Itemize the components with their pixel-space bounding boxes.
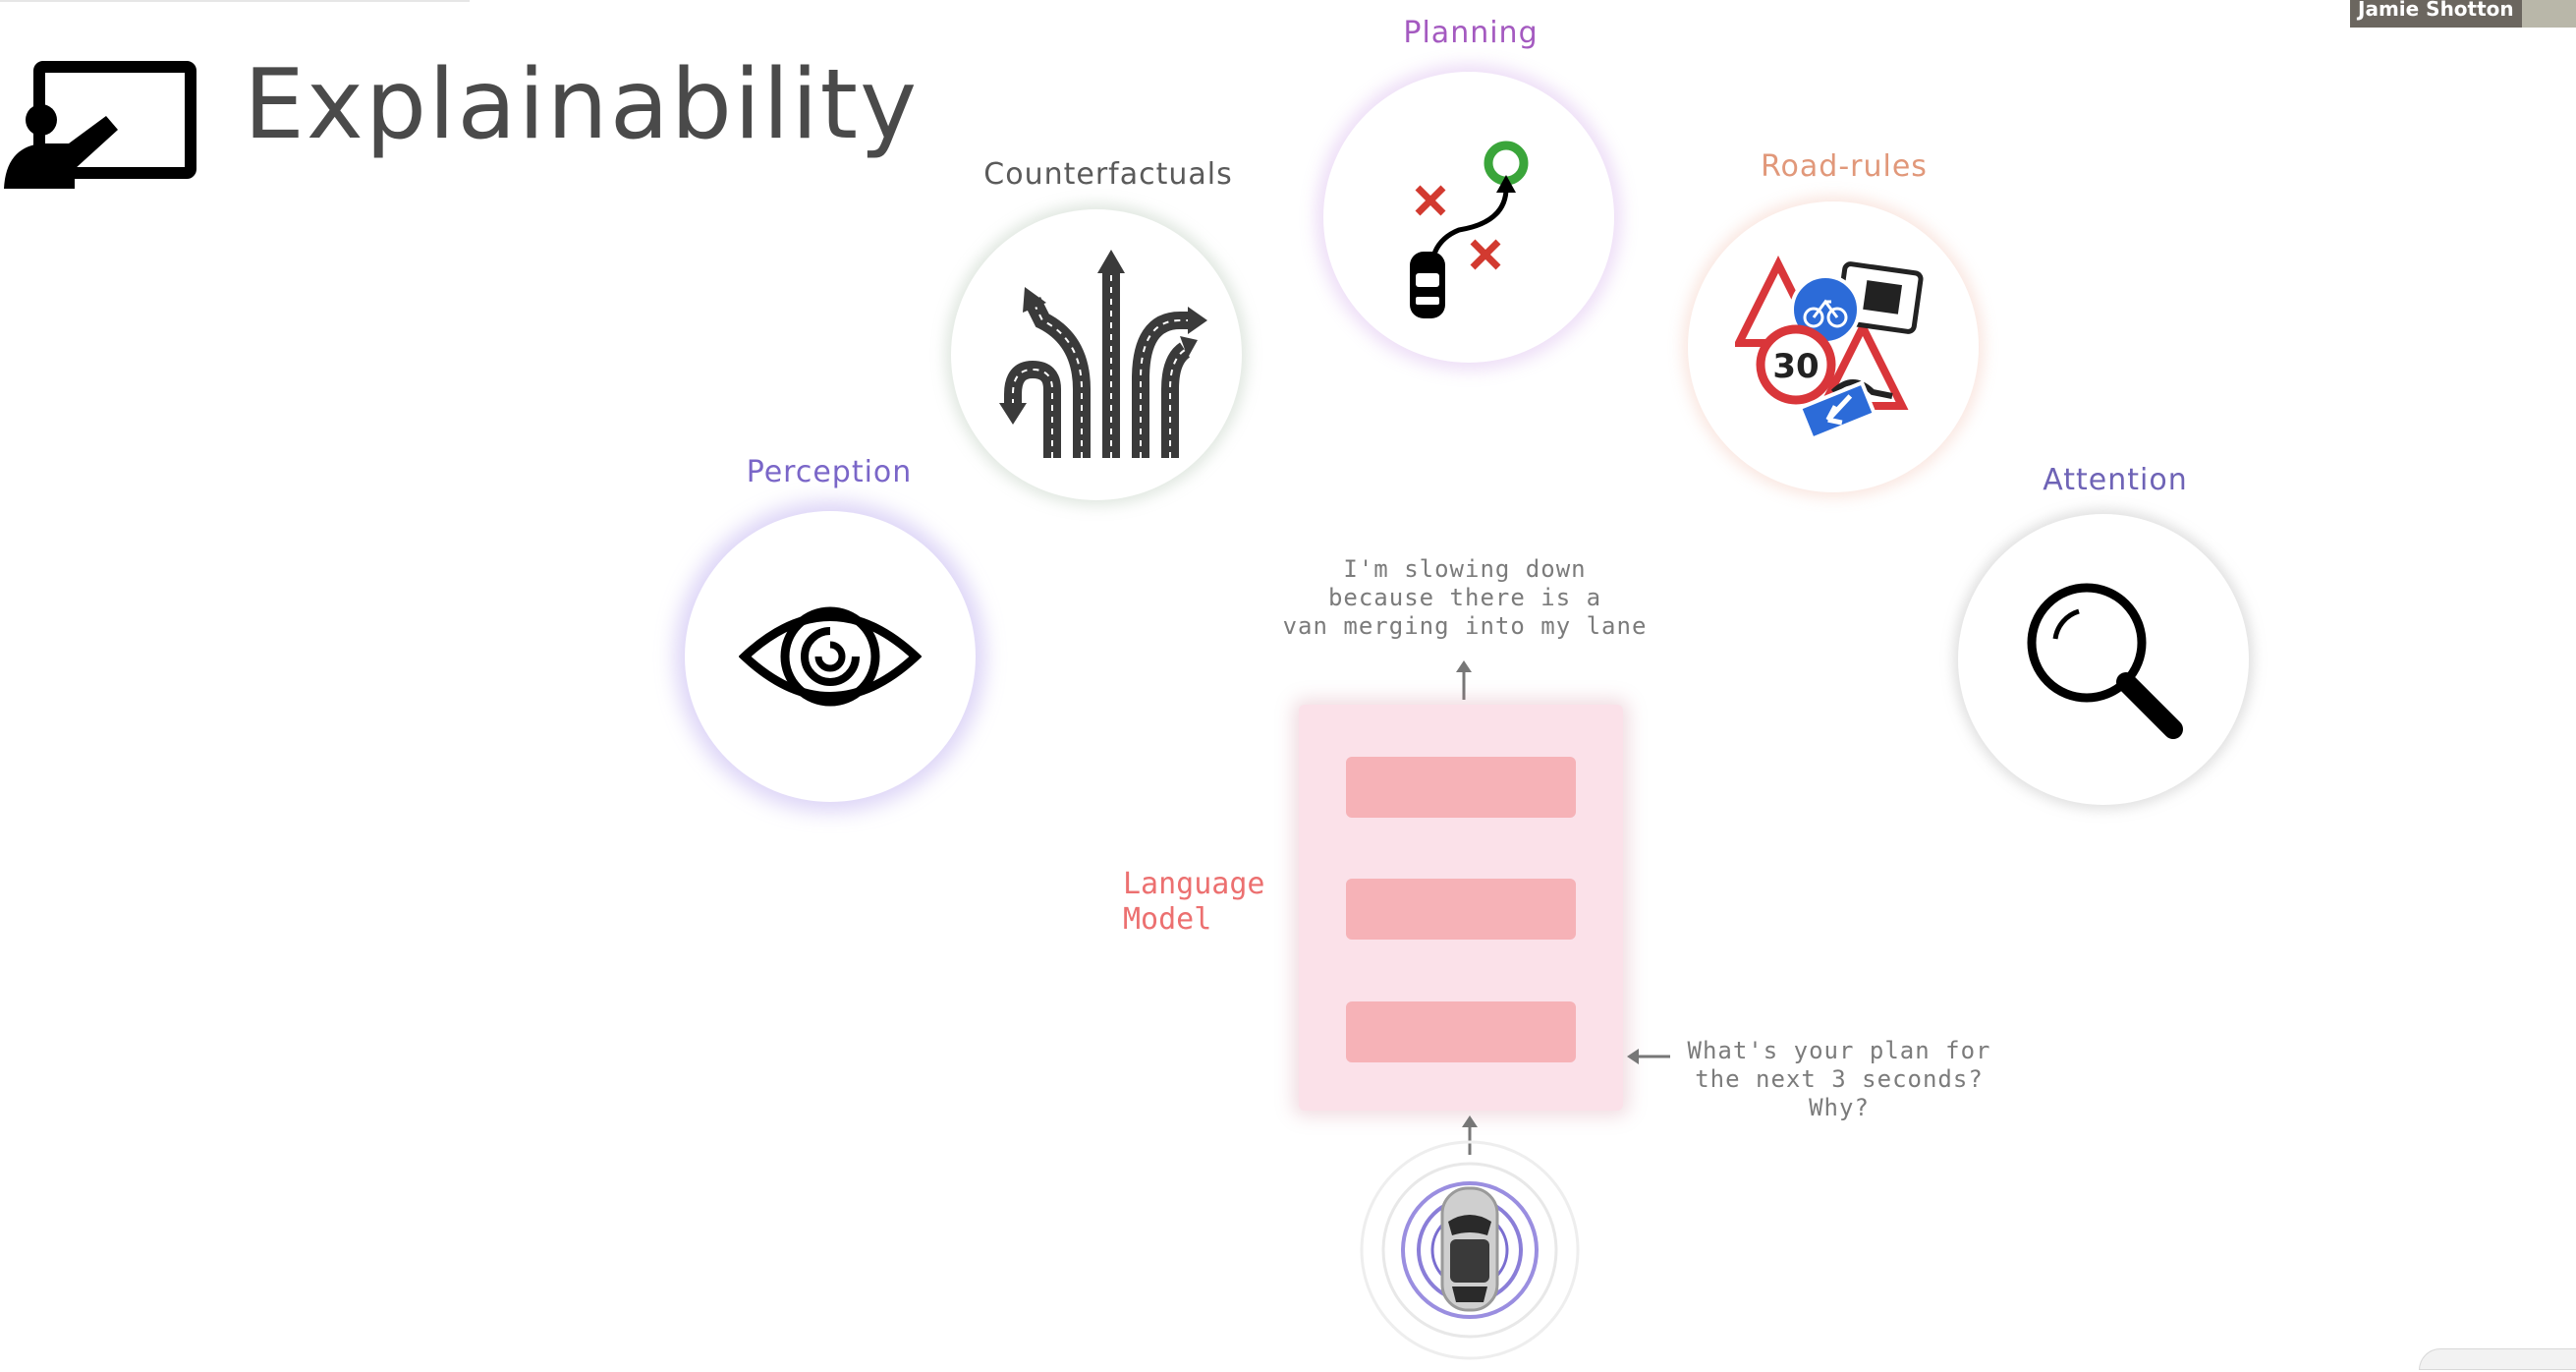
model-layer-bar [1346,879,1576,940]
question-arrow [1627,1045,1670,1068]
counterfactuals-circle [951,209,1242,500]
presenter-name: Jamie Shotton [2358,0,2514,21]
question-text: What's your plan for the next 3 seconds?… [1687,1037,1991,1121]
route-planning-icon [1410,141,1529,318]
language-model-box [1299,705,1623,1111]
eye-icon [739,606,922,707]
slide-title: Explainability [244,49,920,161]
road-signs-icon: 30 [1735,256,1924,442]
road-rules-label: Road-rules [1761,149,1928,184]
vehicle-sensor-icon [1352,1137,1588,1368]
top-divider [0,0,470,2]
model-output-text: I'm slowing down because there is a van … [1282,555,1648,640]
planning-circle [1323,72,1614,363]
road-rules-circle: 30 [1688,201,1979,492]
language-model-label-line1: Language [1123,867,1265,901]
planning-label: Planning [1403,16,1539,50]
model-layer-bar [1346,1001,1576,1062]
presentation-icon [0,59,201,192]
branching-roads-icon [999,250,1207,458]
attention-circle [1958,514,2249,805]
video-thumbnail [2522,0,2576,28]
corner-control[interactable] [2419,1348,2576,1370]
model-layer-bar [1346,757,1576,818]
language-model-label-line2: Model [1123,902,1212,937]
speed-limit-text: 30 [1772,347,1819,386]
input-arrow [1458,1115,1482,1155]
counterfactuals-label: Counterfactuals [983,157,1233,192]
language-model-label: Language Model [1123,867,1265,938]
magnifier-icon [2027,583,2183,739]
perception-label: Perception [746,455,913,489]
perception-circle [685,511,976,802]
output-arrow [1452,660,1476,700]
presenter-name-tag: Jamie Shotton [2350,0,2522,28]
attention-label: Attention [2043,463,2188,497]
